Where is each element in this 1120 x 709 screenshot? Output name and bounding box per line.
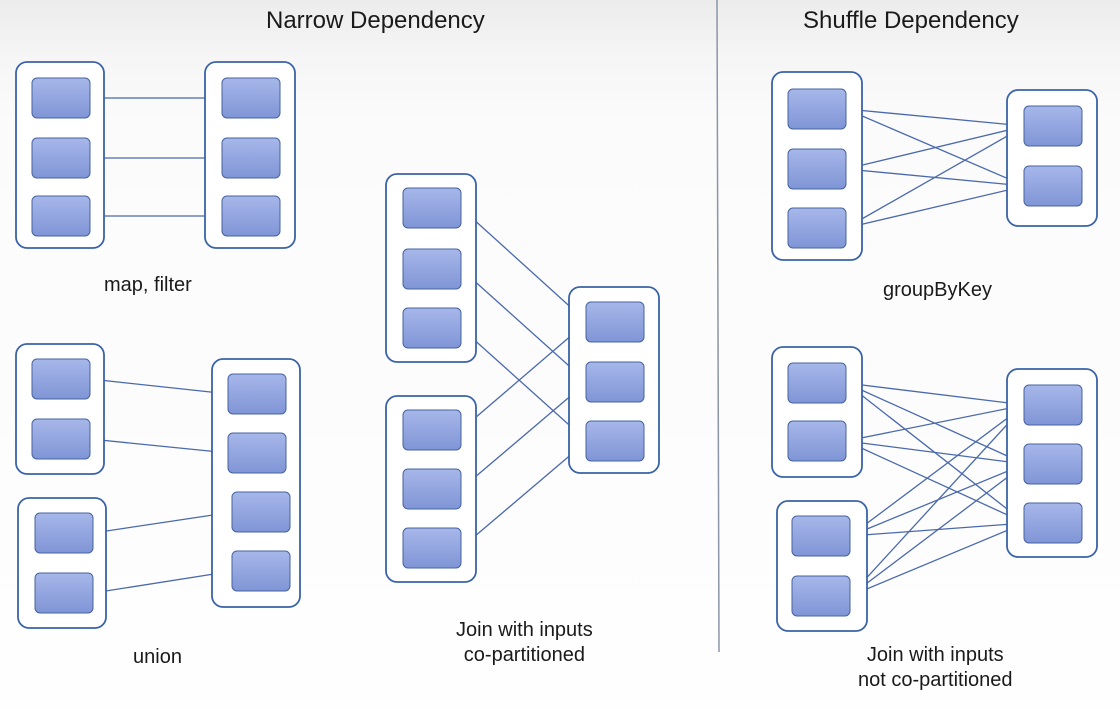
partition-box	[787, 148, 847, 190]
groupbykey-caption: groupByKey	[883, 279, 992, 301]
join-co-partitioned-line1: Join with inputs	[456, 619, 593, 641]
dependency-arrow	[845, 125, 1027, 229]
rdd-map-parent	[15, 61, 105, 249]
partition-box	[787, 207, 847, 249]
partition-box	[585, 420, 645, 462]
partition-box	[231, 550, 291, 592]
join-co-partitioned-line2: co-partitioned	[463, 644, 585, 666]
shuffle-dependency-title: Shuffle Dependency	[803, 7, 1019, 34]
rdd-join-nc-parent-a	[771, 346, 863, 478]
partition-box	[787, 88, 847, 130]
partition-box	[1023, 384, 1083, 426]
partition-box	[402, 248, 462, 290]
dependency-arrow	[460, 327, 588, 442]
dependency-arrow	[845, 108, 1027, 132]
partition-box	[31, 358, 91, 400]
rdd-map-child	[204, 61, 296, 249]
join-not-co-partitioned-line1: Join with inputs	[866, 644, 1004, 666]
rdd-join-co-parent-b	[385, 395, 477, 583]
dependency-arrow	[849, 521, 1027, 597]
partition-box	[402, 527, 462, 569]
partition-box	[221, 195, 281, 237]
rdd-groupby-child	[1006, 89, 1098, 227]
rdd-union-parent-b	[17, 497, 107, 629]
partition-box	[402, 307, 462, 349]
dependency-arrow	[849, 463, 1027, 597]
partition-box	[31, 418, 91, 460]
rdd-join-co-parent-a	[385, 173, 477, 363]
dependency-arrow	[845, 182, 1027, 229]
containers-layer	[15, 61, 1098, 632]
partition-box	[34, 572, 94, 614]
rdd-groupby-parent	[771, 71, 863, 261]
partition-box	[1023, 165, 1083, 207]
partition-box	[221, 77, 281, 119]
rdd-union-child	[211, 358, 301, 608]
dependency-arrow	[845, 382, 1027, 411]
dependency-arrow	[849, 404, 1027, 537]
dependency-arrow	[845, 440, 1027, 469]
dependency-arrow	[849, 404, 1026, 597]
partition-box	[227, 432, 287, 474]
dependency-arrow	[460, 321, 588, 431]
partition-box	[231, 491, 291, 533]
dependency-arrow	[92, 507, 235, 534]
partition-box	[31, 77, 91, 119]
dependency-arrow	[89, 438, 231, 459]
partition-box	[787, 362, 847, 404]
partition-box	[1023, 443, 1083, 485]
partition-box	[31, 195, 91, 237]
dependency-arrow	[460, 381, 588, 490]
dependency-arrow	[845, 400, 1027, 442]
dependency-arrow	[460, 207, 588, 323]
rdd-join-co-child	[568, 286, 660, 474]
partition-box	[402, 468, 462, 510]
join-not-co-partitioned-line2: not co-partitioned	[858, 669, 1013, 691]
partition-box	[402, 409, 462, 451]
partition-box	[221, 137, 281, 179]
partition-box	[1023, 502, 1083, 544]
partition-box	[402, 187, 462, 229]
dependency-arrow	[845, 122, 1027, 170]
dependency-arrow	[92, 566, 235, 594]
rdd-join-nc-parent-b	[776, 500, 868, 632]
partition-box	[791, 515, 851, 557]
partition-box	[31, 137, 91, 179]
partition-box	[1023, 105, 1083, 147]
arrows-layer	[89, 91, 1027, 597]
partition-box	[791, 575, 851, 617]
dependency-arrow	[845, 440, 1027, 525]
partition-box	[34, 512, 94, 554]
partition-box	[585, 301, 645, 343]
partition-box	[585, 361, 645, 403]
join-not-co-partitioned-caption: Join with inputs not co-partitioned	[858, 643, 1013, 693]
rdd-union-parent-a	[15, 343, 105, 475]
partition-box	[787, 420, 847, 462]
rdd-join-nc-child	[1006, 368, 1098, 558]
section-divider	[716, 0, 720, 653]
union-caption: union	[133, 646, 182, 668]
rdd-container	[211, 358, 301, 608]
partition-box	[227, 373, 287, 415]
dependency-arrow	[460, 440, 588, 549]
map-filter-caption: map, filter	[104, 274, 192, 296]
join-co-partitioned-caption: Join with inputs co-partitioned	[456, 618, 593, 668]
dependency-arrow	[460, 268, 588, 383]
dependency-arrow	[89, 378, 231, 400]
narrow-dependency-title: Narrow Dependency	[266, 7, 485, 34]
